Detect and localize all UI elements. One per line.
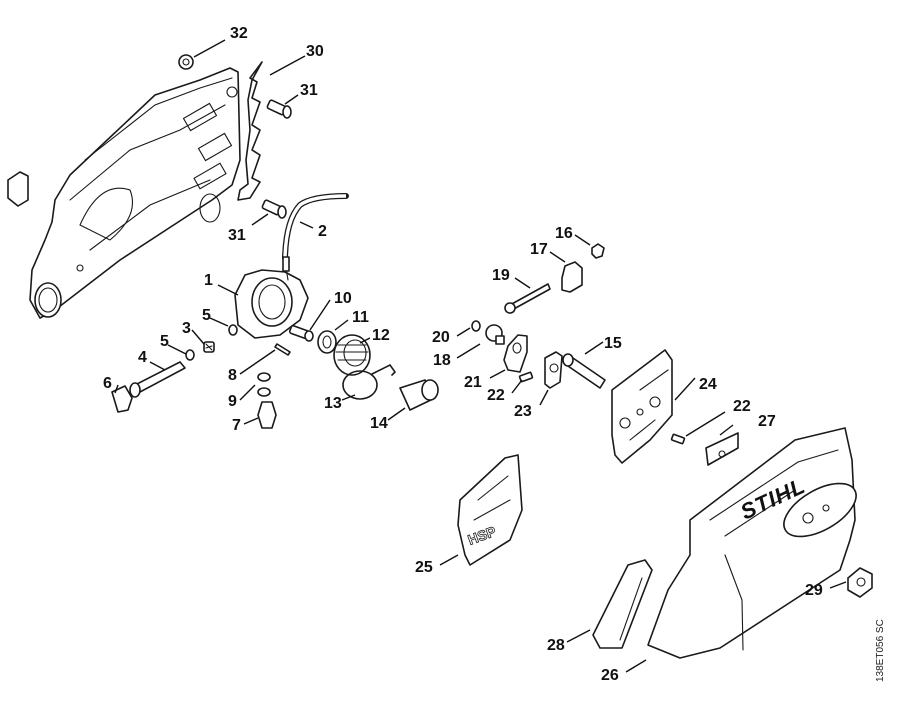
oil-hose <box>282 193 349 261</box>
callout-29: 29 <box>805 582 823 599</box>
slide-23 <box>544 351 563 389</box>
nut-29 <box>847 567 873 598</box>
gear-18 <box>485 324 505 345</box>
sprocket-cover-26: STIHL <box>647 427 857 659</box>
bumper-28 <box>592 559 653 649</box>
callout-30: 30 <box>306 43 324 60</box>
callout-21: 21 <box>464 374 482 391</box>
callout-15: 15 <box>604 335 622 352</box>
sleeve-14 <box>399 379 439 411</box>
washer-5-upper <box>228 324 238 336</box>
callout-labels: 32 30 31 31 2 1 5 3 5 4 6 8 9 7 10 11 12… <box>103 25 823 684</box>
callout-16: 16 <box>555 225 573 242</box>
crankcase-housing <box>7 67 241 319</box>
tensioner-screw-19 <box>504 283 551 314</box>
bar-plate-25: HSP <box>457 454 523 566</box>
callout-18: 18 <box>433 352 451 369</box>
block-27 <box>705 432 739 466</box>
callout-31-upper: 31 <box>300 82 318 99</box>
adjusting-screw-4 <box>129 361 186 398</box>
callout-32: 32 <box>230 25 248 42</box>
screw-10 <box>288 324 314 342</box>
oil-hose-inner <box>283 194 347 259</box>
spring-clip-16 <box>591 243 605 259</box>
spring-13 <box>342 363 397 400</box>
callout-28: 28 <box>547 637 565 654</box>
callout-11: 11 <box>352 309 369 326</box>
worm-12 <box>333 334 371 376</box>
callout-13: 13 <box>324 395 342 412</box>
screw-22-right <box>670 433 686 445</box>
screw-31-lower <box>261 199 287 219</box>
stud-15 <box>562 353 606 389</box>
callout-26: 26 <box>601 667 619 684</box>
washer-11 <box>317 330 337 354</box>
callout-25: 25 <box>415 559 433 576</box>
callout-4: 4 <box>138 349 147 366</box>
washer-5-lower <box>185 349 195 361</box>
o-rings-9 <box>257 372 271 397</box>
plate-21 <box>503 334 528 373</box>
cap-6 <box>111 385 133 413</box>
nut-32 <box>178 54 194 70</box>
callout-20: 20 <box>432 329 450 346</box>
spring-3 <box>203 341 215 353</box>
callout-5-lower: 5 <box>160 333 169 350</box>
callout-24: 24 <box>699 376 717 393</box>
callout-22-right: 22 <box>733 398 751 415</box>
screw-31-upper <box>266 99 292 119</box>
callout-1: 1 <box>204 272 213 289</box>
guide-plate-24 <box>611 349 673 464</box>
callout-23: 23 <box>514 403 532 420</box>
callout-3: 3 <box>182 320 191 337</box>
leader-lines <box>114 39 847 673</box>
callout-8: 8 <box>228 367 237 384</box>
callout-19: 19 <box>492 267 510 284</box>
callout-10: 10 <box>334 290 352 307</box>
drawing-code: 138ET056 SC <box>875 619 886 682</box>
callout-2: 2 <box>318 223 327 240</box>
callout-9: 9 <box>228 393 237 410</box>
oil-pump <box>234 256 309 339</box>
valve-7 <box>257 401 277 429</box>
spike-bumper <box>237 61 263 201</box>
bracket-17 <box>561 261 583 293</box>
callout-12: 12 <box>372 327 390 344</box>
callout-14: 14 <box>370 415 388 432</box>
callout-31-lower: 31 <box>228 227 246 244</box>
o-ring-20 <box>471 320 481 332</box>
screw-22-left <box>518 371 534 383</box>
callout-5-upper: 5 <box>202 307 211 324</box>
callout-7: 7 <box>232 417 241 434</box>
callout-27: 27 <box>758 413 776 430</box>
pin-8 <box>274 343 291 356</box>
callout-22-left: 22 <box>487 387 505 404</box>
callout-6: 6 <box>103 375 112 392</box>
callout-17: 17 <box>530 241 548 258</box>
